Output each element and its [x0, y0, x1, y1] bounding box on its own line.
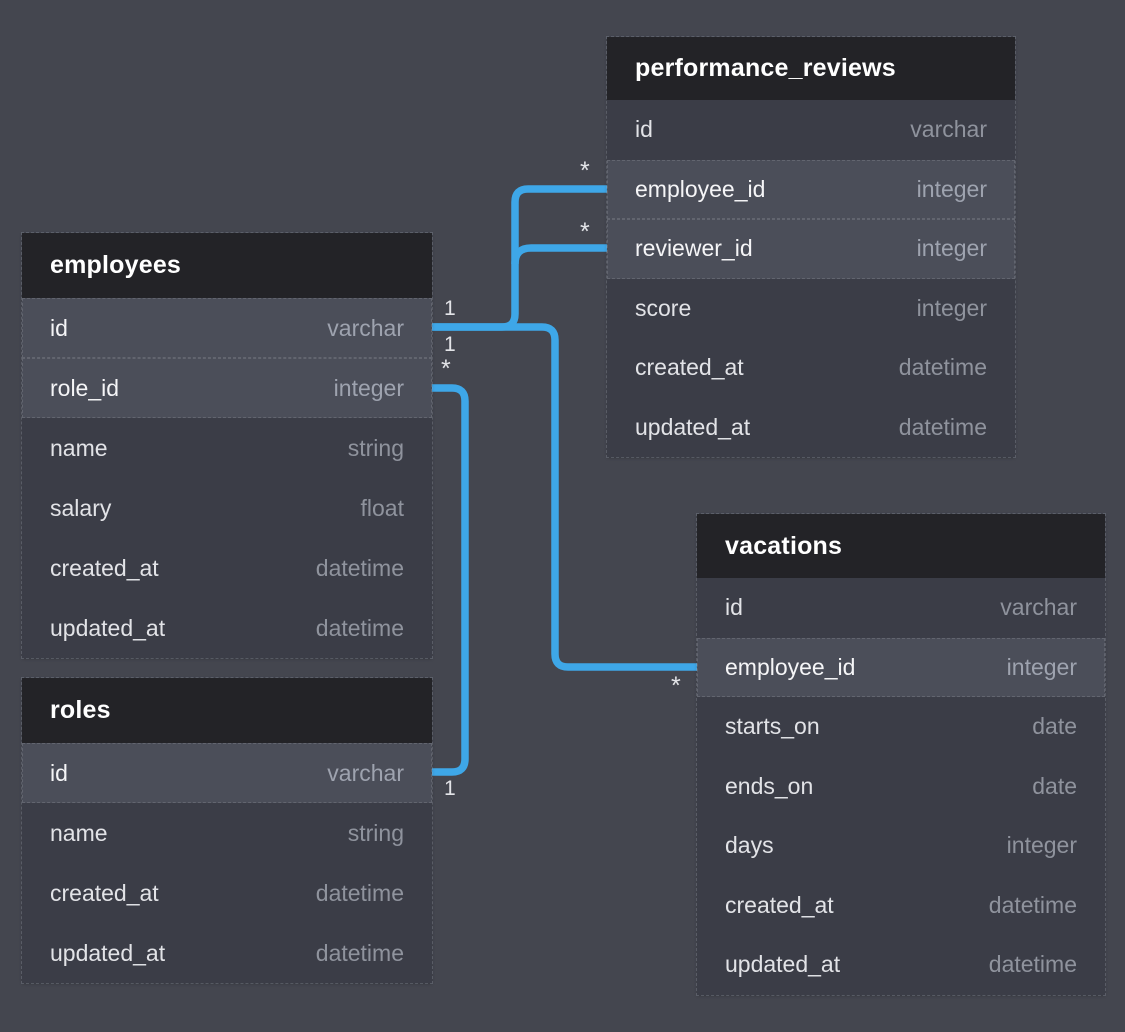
table-row-updated_at[interactable]: updated_at datetime: [22, 598, 432, 658]
table-row-name[interactable]: name string: [22, 803, 432, 863]
table-title: performance_reviews: [635, 54, 896, 82]
field-name: name: [50, 434, 108, 461]
field-type: varchar: [1000, 594, 1077, 621]
field-name: score: [635, 294, 692, 321]
field-name: starts_on: [725, 713, 820, 740]
table-row-created_at[interactable]: created_at datetime: [22, 538, 432, 598]
cardinality-label-employees-role-id-many: *: [441, 355, 451, 383]
field-name: ends_on: [725, 772, 814, 799]
field-type: datetime: [315, 614, 404, 641]
field-type: varchar: [327, 759, 404, 786]
table-title: vacations: [725, 531, 843, 560]
field-name: updated_at: [50, 939, 166, 966]
table-employees-header[interactable]: employees: [22, 233, 432, 298]
field-type: datetime: [315, 939, 404, 966]
field-name: created_at: [725, 891, 834, 918]
field-name: created_at: [635, 354, 744, 381]
field-name: salary: [50, 494, 112, 521]
field-type: string: [347, 434, 404, 461]
table-row-updated_at[interactable]: updated_at datetime: [697, 935, 1105, 995]
relation-employees-id-performance-reviews-reviewer-id[interactable]: [511, 244, 607, 265]
field-name: updated_at: [50, 614, 166, 641]
table-row-employee_id[interactable]: employee_id integer: [607, 159, 1015, 219]
field-type: datetime: [898, 413, 987, 440]
field-type: datetime: [315, 879, 404, 906]
field-type: integer: [916, 294, 987, 321]
table-row-name[interactable]: name string: [22, 418, 432, 478]
table-row-id[interactable]: id varchar: [697, 578, 1105, 638]
table-title: employees: [50, 251, 182, 279]
field-name: reviewer_id: [635, 235, 753, 262]
field-name: id: [725, 594, 743, 621]
cardinality-label-vacations-employee-id-many: *: [671, 672, 681, 700]
table-row-id[interactable]: id varchar: [607, 100, 1015, 160]
field-type: float: [360, 494, 404, 521]
field-type: datetime: [898, 354, 987, 381]
field-name: employee_id: [635, 175, 766, 202]
field-name: name: [50, 819, 108, 846]
field-name: created_at: [50, 879, 159, 906]
cardinality-label-performance-reviews-employee-id-many: *: [580, 157, 590, 185]
table-row-created_at[interactable]: created_at datetime: [607, 338, 1015, 398]
table-roles-header[interactable]: roles: [22, 678, 432, 743]
table-row-id[interactable]: id varchar: [22, 298, 432, 358]
table-row-salary[interactable]: salary float: [22, 478, 432, 538]
table-row-role_id[interactable]: role_id integer: [22, 358, 432, 418]
table-employees-rows: id varchar role_id integer name string salary f…: [22, 298, 432, 658]
field-name: days: [725, 832, 774, 859]
field-type: datetime: [988, 951, 1077, 978]
field-name: updated_at: [635, 413, 751, 440]
table-row-score[interactable]: score integer: [607, 278, 1015, 338]
table-performance-reviews-header[interactable]: performance_reviews: [607, 37, 1015, 100]
field-name: updated_at: [725, 951, 841, 978]
field-name: id: [50, 314, 68, 341]
field-name: role_id: [50, 374, 120, 401]
cardinality-label-performance-reviews-reviewer-id-many: *: [580, 218, 590, 246]
table-row-days[interactable]: days integer: [697, 816, 1105, 876]
table-employees[interactable]: employees id varchar role_id integer name str…: [21, 232, 433, 659]
table-row-starts_on[interactable]: starts_on date: [697, 697, 1105, 757]
field-name: employee_id: [725, 653, 856, 680]
field-type: datetime: [988, 891, 1077, 918]
table-row-created_at[interactable]: created_at datetime: [22, 863, 432, 923]
cardinality-label-employees-id-one: 1: [444, 297, 456, 320]
table-title: roles: [50, 696, 111, 724]
table-row-updated_at[interactable]: updated_at datetime: [607, 397, 1015, 457]
table-row-employee_id[interactable]: employee_id integer: [697, 637, 1105, 697]
field-type: integer: [916, 235, 987, 262]
table-row-created_at[interactable]: created_at datetime: [697, 875, 1105, 935]
field-type: integer: [333, 374, 404, 401]
table-row-ends_on[interactable]: ends_on date: [697, 756, 1105, 816]
table-vacations-header[interactable]: vacations: [697, 514, 1105, 578]
field-type: date: [1032, 772, 1077, 799]
relation-employees-role-id-roles-id[interactable]: [432, 384, 469, 776]
field-type: integer: [916, 175, 987, 202]
field-name: created_at: [50, 554, 159, 581]
field-type: integer: [1006, 832, 1077, 859]
table-row-id[interactable]: id varchar: [22, 743, 432, 803]
table-performance-reviews[interactable]: performance_reviews id varchar employee_id…: [606, 36, 1016, 458]
cardinality-label-roles-id-one: 1: [444, 777, 456, 800]
field-name: id: [50, 759, 68, 786]
field-type: string: [347, 819, 404, 846]
relation-employees-id-vacations-employee-id[interactable]: [432, 323, 697, 671]
field-type: datetime: [315, 554, 404, 581]
field-type: integer: [1006, 653, 1077, 680]
field-type: varchar: [327, 314, 404, 341]
field-type: varchar: [910, 116, 987, 143]
cardinality-label-employees-id-one-2: 1: [444, 333, 456, 356]
table-row-updated_at[interactable]: updated_at datetime: [22, 923, 432, 983]
table-row-reviewer_id[interactable]: reviewer_id integer: [607, 219, 1015, 279]
field-name: id: [635, 116, 653, 143]
field-type: date: [1032, 713, 1077, 740]
